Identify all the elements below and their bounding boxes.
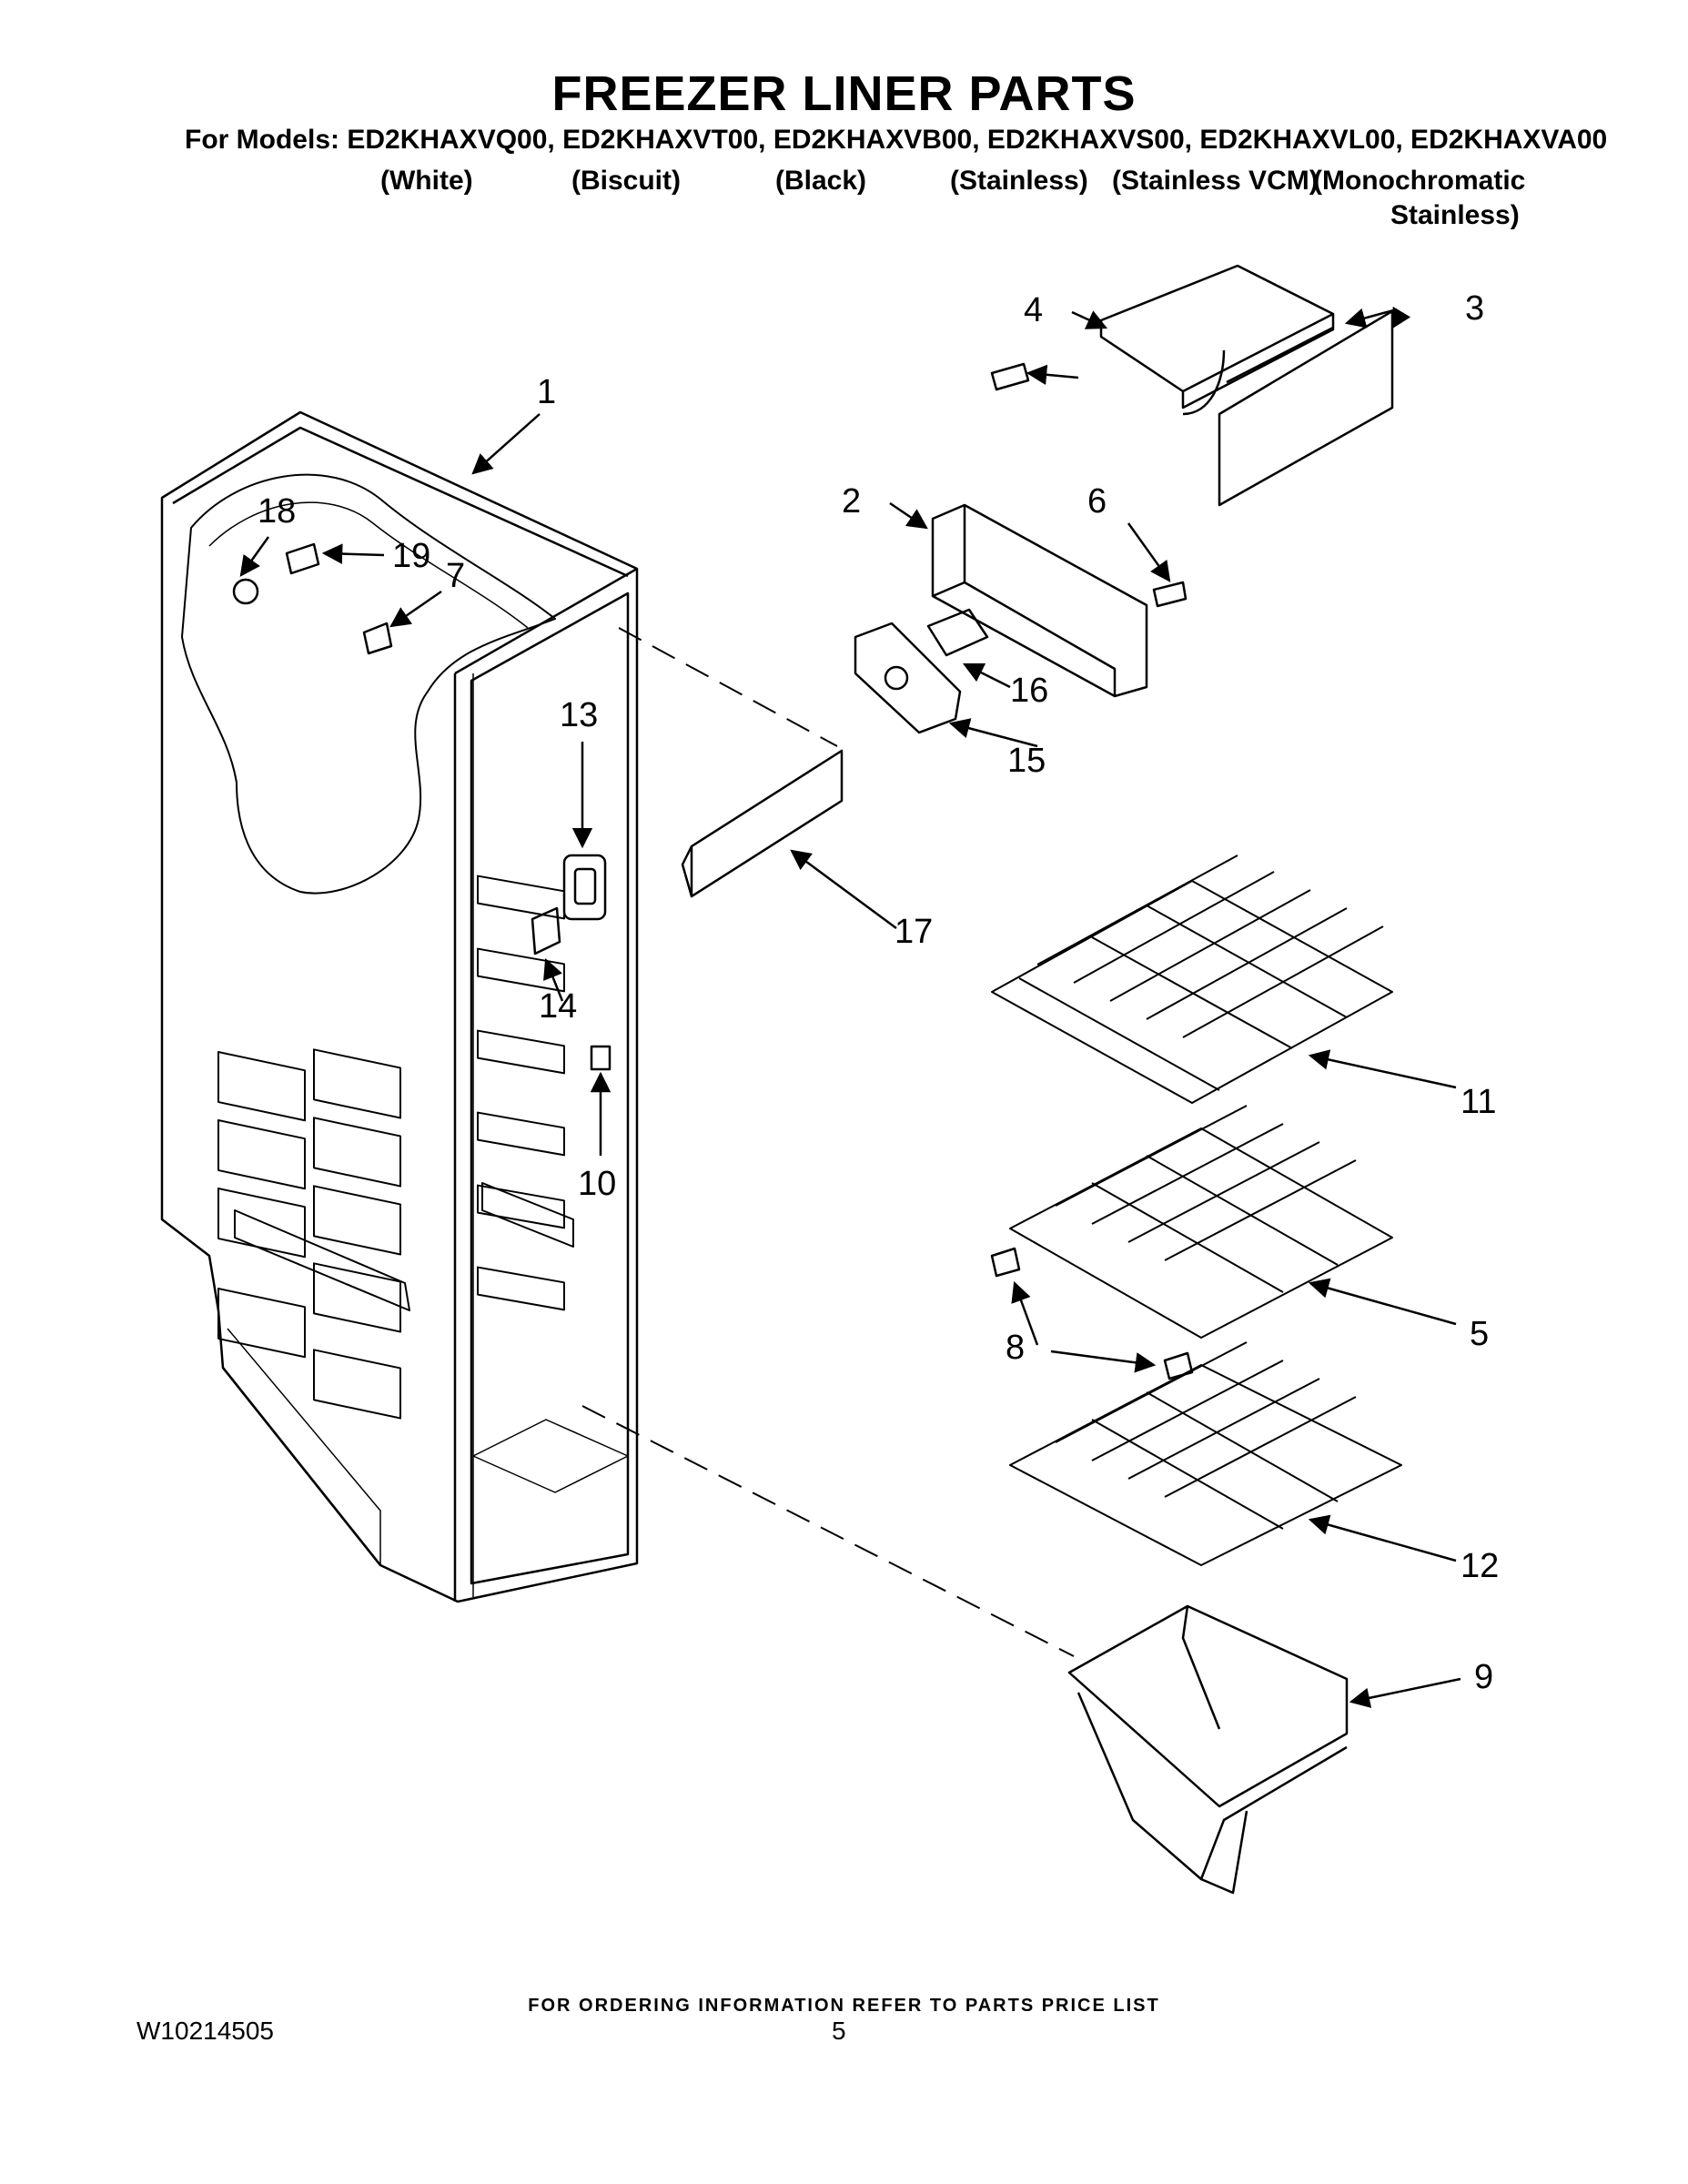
callout-10: 10 — [578, 1165, 617, 1203]
switch-part — [531, 854, 612, 1071]
variant-stainless-vcm: (Stainless VCM) — [1112, 166, 1319, 196]
callout-16: 16 — [1010, 672, 1049, 710]
callout-18: 18 — [258, 492, 297, 531]
callout-13: 13 — [560, 696, 599, 734]
callout-3: 3 — [1465, 289, 1485, 328]
variant-stainless: (Stainless) — [950, 166, 1088, 196]
freezer-bin-part — [1067, 1604, 1349, 1895]
variant-white: (White) — [380, 166, 473, 196]
callout-8: 8 — [1006, 1329, 1026, 1367]
page-number: 5 — [832, 2017, 846, 2045]
callout-9: 9 — [1474, 1658, 1494, 1696]
freezer-liner-part — [160, 410, 639, 1603]
callout-1: 1 — [537, 373, 557, 411]
page-title: FREEZER LINER PARTS — [551, 66, 1137, 121]
control-housing-part — [931, 503, 1148, 698]
callout-15: 15 — [1007, 742, 1046, 780]
callout-14: 14 — [539, 987, 578, 1026]
callout-12: 12 — [1461, 1547, 1500, 1585]
hinge-cover-part — [1099, 264, 1394, 507]
control-board-part — [854, 608, 989, 734]
callout-17: 17 — [895, 913, 934, 951]
document-number: W10214505 — [136, 2017, 275, 2045]
callout-6: 6 — [1087, 482, 1107, 521]
callout-7: 7 — [446, 557, 466, 595]
callout-2: 2 — [842, 482, 862, 521]
variant-biscuit: (Biscuit) — [571, 166, 681, 196]
wire-shelf-top — [991, 854, 1393, 1104]
ordering-note: FOR ORDERING INFORMATION REFER TO PARTS … — [528, 1996, 1160, 2016]
callout-19: 19 — [392, 537, 431, 575]
wire-shelf-middle — [1009, 1105, 1393, 1339]
variant-monochromatic: (Monochromatic — [1313, 166, 1526, 196]
callout-11: 11 — [1461, 1083, 1497, 1121]
air-diffuser-part — [690, 749, 844, 898]
variant-black: (Black) — [775, 166, 867, 196]
callout-5: 5 — [1470, 1315, 1490, 1353]
models-line: For Models: ED2KHAXVQ00, ED2KHAXVT00, ED… — [185, 125, 1608, 155]
wire-shelf-bottom — [1009, 1341, 1402, 1566]
lamp-socket-part — [232, 542, 393, 655]
callout-4: 4 — [1024, 291, 1044, 329]
variant-monochromatic-cont: Stainless) — [1390, 200, 1520, 230]
